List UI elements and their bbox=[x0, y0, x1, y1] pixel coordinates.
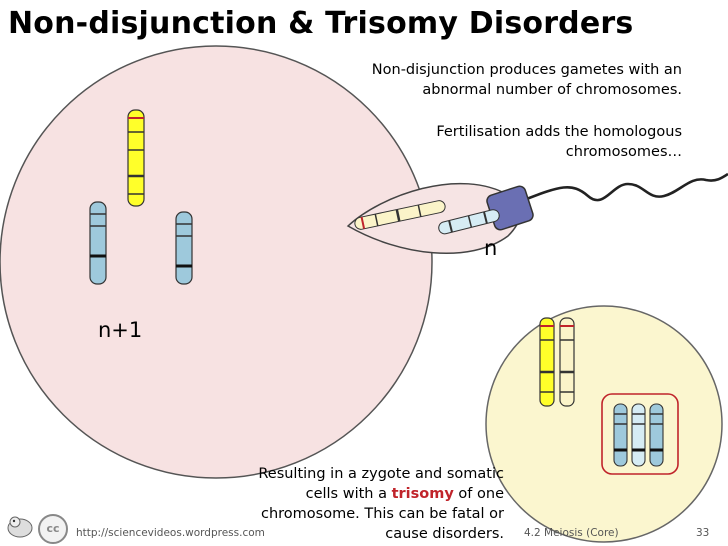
zygote-cell bbox=[485, 305, 723, 543]
egg-chromosome-blue-left bbox=[89, 201, 107, 285]
intro-text: Non-disjunction produces gametes with an… bbox=[322, 60, 682, 162]
footer-course: 4.2 Meiosis (Core) bbox=[524, 527, 619, 539]
result-text-after: of one chromosome. This can be fatal or … bbox=[260, 486, 504, 542]
intro-line-1: Non-disjunction produces gametes with an… bbox=[371, 62, 682, 98]
zygote-chromosome-yellow bbox=[539, 317, 555, 407]
egg-chromosome-blue-right bbox=[175, 211, 193, 285]
trisomy-chromosome-1 bbox=[613, 403, 628, 467]
trisomy-chromosome-2 bbox=[631, 403, 646, 467]
egg-chromosome-yellow bbox=[127, 109, 145, 207]
trisomy-highlight: trisomy bbox=[391, 486, 454, 502]
footer-url[interactable]: http://sciencevideos.wordpress.com bbox=[76, 527, 265, 539]
sperm-label: n bbox=[484, 236, 498, 260]
egg-label: n+1 bbox=[98, 318, 143, 342]
slide-title: Non-disjunction & Trisomy Disorders bbox=[8, 6, 634, 41]
sperm-chromosome-blue bbox=[438, 209, 500, 235]
result-text: Resulting in a zygote and somatic cells … bbox=[222, 464, 504, 544]
mascot-icon bbox=[7, 516, 33, 538]
sperm-tail bbox=[523, 172, 728, 202]
zygote-chromosome-cream bbox=[559, 317, 575, 407]
page-number: 33 bbox=[696, 527, 710, 539]
intro-line-2: Fertilisation adds the homologous chromo… bbox=[436, 124, 682, 160]
trisomy-chromosome-3 bbox=[649, 403, 664, 467]
trisomy-box bbox=[601, 393, 679, 475]
creative-commons-icon: cc bbox=[38, 514, 68, 544]
sperm-chromosome-cream bbox=[354, 200, 446, 230]
egg-cell bbox=[0, 45, 433, 479]
result-text-before: Resulting in a zygote and somatic cells … bbox=[258, 466, 504, 502]
